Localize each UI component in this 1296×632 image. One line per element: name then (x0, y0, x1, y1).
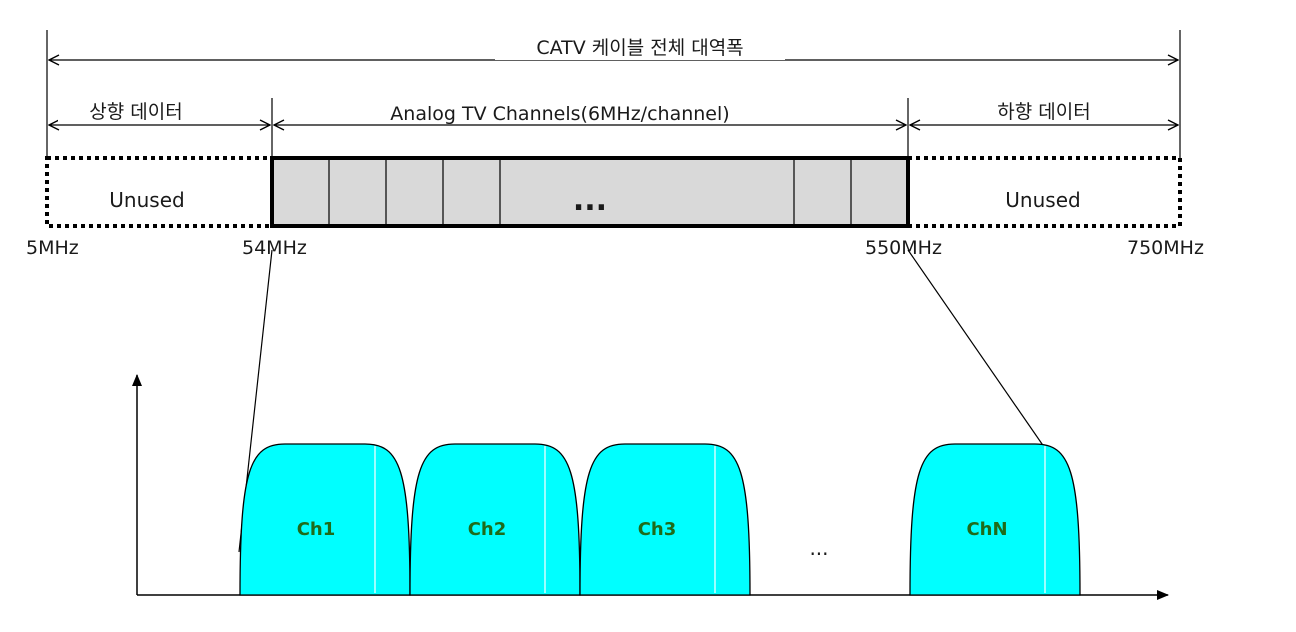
unused-right-box (906, 156, 1182, 228)
channel-label-ch2: Ch2 (468, 519, 507, 540)
freq-label-550mhz: 550MHz (865, 237, 942, 259)
channel-label-chn: ChN (966, 519, 1007, 540)
freq-label-54mhz: 54MHz (242, 237, 307, 259)
total-bandwidth-label: CATV 케이블 전체 대역폭 (536, 37, 743, 59)
freq-label-5mhz: 5MHz (26, 237, 79, 259)
channel-chn: ChN (909, 443, 1081, 596)
unused-right-label: Unused (1005, 188, 1080, 212)
analog-band-box (270, 156, 910, 228)
analog-channels-label: Analog TV Channels(6MHz/channel) (390, 103, 729, 125)
channel-ellipsis: ... (809, 536, 828, 560)
freq-label-750mhz: 750MHz (1127, 237, 1204, 259)
channel-shape-ch3 (579, 443, 751, 596)
channel-ch3: Ch3 (579, 443, 751, 596)
channel-dividers (328, 160, 852, 224)
downstream-label: 하향 데이터 (997, 101, 1090, 123)
zoom-line-right (907, 249, 1061, 471)
band-ellipsis: ... (573, 183, 607, 218)
upstream-label: 상향 데이터 (89, 101, 182, 123)
channel-label-ch3: Ch3 (638, 519, 677, 540)
channel-ch1: Ch1 (239, 443, 411, 596)
channel-shape-ch2 (409, 443, 581, 596)
channel-ch2: Ch2 (409, 443, 581, 596)
channel-label-ch1: Ch1 (297, 519, 336, 540)
extension-lines (46, 30, 1181, 160)
unused-left-label: Unused (109, 188, 184, 212)
channel-shape-chn (909, 443, 1081, 596)
channel-shape-ch1 (239, 443, 411, 596)
unused-left-box (45, 156, 274, 228)
